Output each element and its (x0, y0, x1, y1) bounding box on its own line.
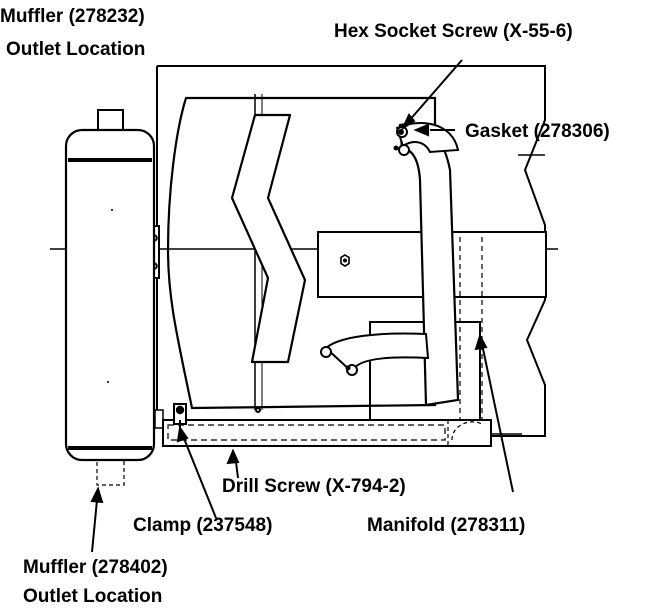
leader-lines (90, 59, 514, 553)
muffler-top-label-line1: Muffler (278232) (0, 6, 145, 27)
clamp-leader (182, 435, 217, 519)
gasket-label: Gasket (278306) (465, 121, 610, 142)
muffler-top-label-line2: Outlet Location (6, 39, 145, 60)
hex-screw-leader (407, 59, 463, 123)
muffler-bottom-label-line1: Muffler (278402) (23, 557, 168, 578)
drill-screw-leader (235, 461, 239, 479)
muffler-bottom-leader (91, 499, 98, 553)
bottom-pipe (154, 409, 522, 447)
lower-manifold-arm (324, 332, 430, 374)
muffler-bottom-label-line2: Outlet Location (23, 586, 162, 607)
muffler (64, 109, 156, 486)
guard-tube (230, 113, 307, 364)
manifold-leader (481, 343, 514, 493)
manifold-label: Manifold (278311) (367, 515, 525, 536)
drill-screw-label: Drill Screw (X-794-2) (222, 476, 406, 497)
clamp-label: Clamp (237548) (133, 515, 272, 536)
gasket (345, 145, 399, 371)
hex-socket-screw-label: Hex Socket Screw (X-55-6) (334, 21, 573, 42)
